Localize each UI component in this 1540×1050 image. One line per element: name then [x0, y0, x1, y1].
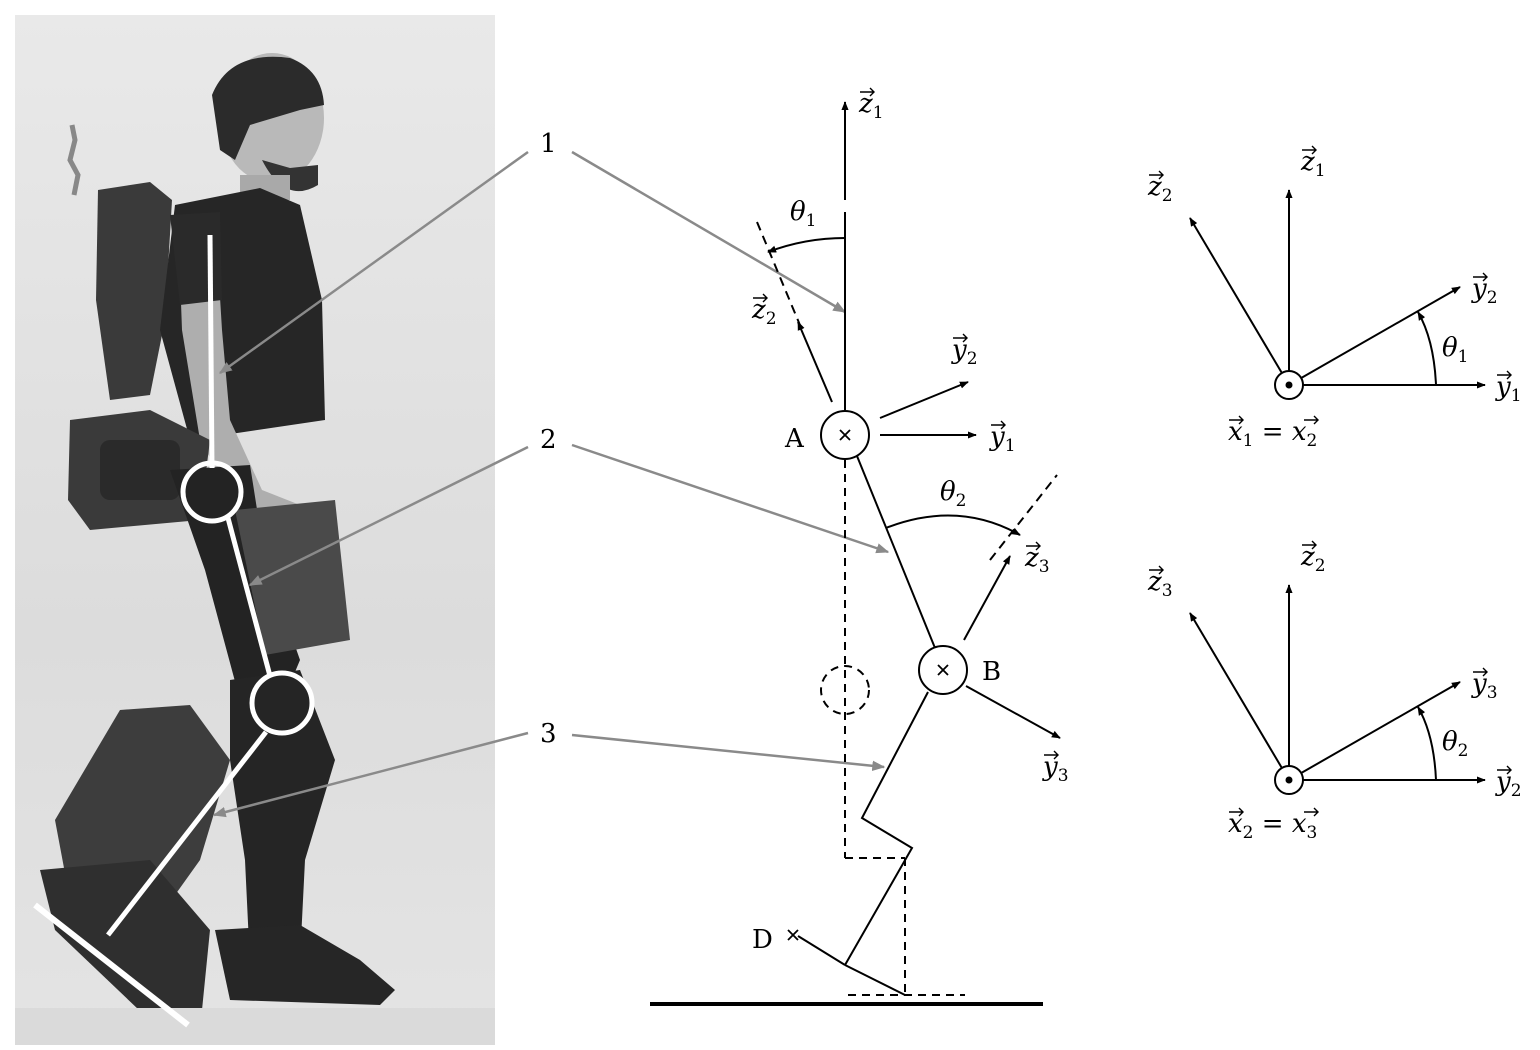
overlay-hip-joint [180, 460, 244, 524]
rot2-label-y2: y2 [1495, 767, 1522, 801]
rot1-y2-arrow [1288, 286, 1461, 386]
arrow-accent-icon [1149, 565, 1164, 575]
overlay-foot [33, 902, 190, 1028]
arrow-accent-icon [1304, 415, 1319, 425]
rot2-y3-arrow [1288, 681, 1461, 781]
part-label-3: 3 [540, 719, 557, 749]
arrow-accent-icon [1302, 540, 1317, 550]
arrow-accent-icon [1026, 541, 1041, 551]
y3-arrow [965, 685, 1061, 739]
rotation-diagram-1 [1189, 189, 1486, 400]
theta2-reference [989, 474, 1058, 561]
label-z3-diagram: z3 [1024, 543, 1050, 577]
leader-1-diagram [571, 150, 847, 314]
overlay-segment-2 [225, 517, 273, 677]
leader-lines [212, 150, 890, 818]
arrow-accent-icon [1229, 415, 1244, 425]
rotation-diagram-1-labels: z1 z2 y2 y1 θ1 x1 = x2 [1147, 145, 1522, 451]
joint-A-cross-icon [839, 429, 851, 441]
rotation-diagram-2-labels: z2 z3 y3 y2 θ2 x2 = x3 [1147, 540, 1522, 843]
joint-B-cross-icon [937, 664, 949, 676]
arrow-accent-icon [860, 87, 875, 97]
y2-arrow [879, 381, 969, 419]
leader-3-diagram [571, 733, 886, 771]
rot1-label-x-equality: x1 = x2 [1228, 417, 1317, 451]
leader-1-photo [218, 150, 529, 375]
overlay-segment-1 [207, 234, 215, 469]
point-label-B: B [982, 657, 1001, 687]
arrow-accent-icon [1304, 807, 1319, 817]
rot1-label-z1: z1 [1300, 147, 1326, 181]
point-label-D: D [752, 925, 773, 955]
part-label-2: 2 [540, 425, 557, 455]
arrow-accent-icon [953, 333, 968, 343]
arrow-accent-icon [1497, 765, 1512, 775]
point-D-cross-icon [787, 929, 799, 941]
theta2-arc [885, 514, 1021, 536]
label-y3-diagram: y3 [1042, 752, 1069, 786]
z2-arrow [797, 321, 833, 403]
label-theta1-diagram: θ1 [790, 197, 816, 231]
arrow-accent-icon [1473, 667, 1488, 677]
joint-B [918, 645, 968, 695]
rot1-label-theta1: θ1 [1442, 333, 1468, 367]
joint-A [820, 410, 870, 460]
kinematic-diagram [650, 101, 1061, 1006]
arrow-accent-icon [1044, 750, 1059, 760]
label-z2-diagram: z2 [751, 295, 777, 329]
arrow-accent-icon [1229, 807, 1244, 817]
leader-3-photo [212, 731, 529, 818]
theta1-arc [767, 237, 846, 253]
arrow-accent-icon [1149, 170, 1164, 180]
label-z1-diagram: z1 [858, 89, 884, 123]
arrow-accent-icon [1473, 272, 1488, 282]
z3-arrow [963, 555, 1011, 641]
photo-overlay [33, 234, 315, 1028]
rotation-diagram-2 [1189, 584, 1486, 795]
arrow-accent-icon [991, 420, 1006, 430]
exoskeleton-photo [15, 15, 495, 1045]
foot-to-D [797, 935, 846, 966]
leader-2-photo [248, 445, 529, 587]
label-y1-diagram: y1 [989, 422, 1016, 456]
arrow-accent-icon [1302, 145, 1317, 155]
rot2-label-theta2: θ2 [1442, 727, 1468, 761]
arrow-accent-icon [753, 293, 768, 303]
rot2-label-z2: z2 [1300, 542, 1326, 576]
reference-knee [820, 665, 870, 715]
part-label-1: 1 [540, 129, 557, 159]
rot1-label-z2: z2 [1147, 172, 1173, 206]
rot2-label-x-equality: x2 = x3 [1228, 809, 1317, 843]
arrow-accent-icon [1497, 370, 1512, 380]
rot2-theta2-arc [1417, 706, 1437, 781]
rot2-label-y3: y3 [1471, 669, 1498, 703]
leader-2-diagram [571, 443, 890, 554]
rot1-label-y2: y2 [1471, 274, 1498, 308]
overlay-segment-3 [106, 730, 268, 937]
thigh-segment [856, 455, 936, 649]
overlay-knee-joint [249, 670, 315, 736]
diagram-labels: A B D z1 z2 y2 y1 z3 y3 θ1 θ2 [751, 87, 1069, 955]
theta1-reference [756, 221, 803, 331]
rot2-z3-arrow [1189, 612, 1290, 781]
rot1-label-y1: y1 [1495, 372, 1522, 406]
shank-segment [844, 691, 929, 966]
label-y2-diagram: y2 [951, 335, 978, 369]
label-theta2-diagram: θ2 [940, 477, 966, 511]
rot2-label-z3: z3 [1147, 567, 1173, 601]
point-label-A: A [784, 424, 805, 454]
rot1-theta1-arc [1417, 311, 1437, 386]
rot1-z2-arrow [1189, 217, 1290, 386]
foot-segment [844, 964, 906, 996]
